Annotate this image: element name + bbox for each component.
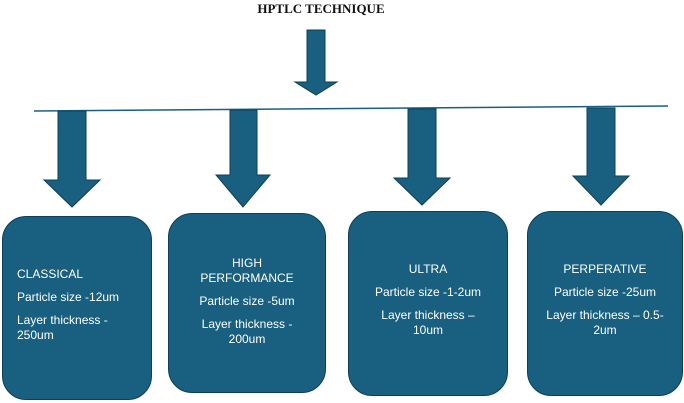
particle-size: Particle size -5um	[199, 294, 295, 308]
arrow-classical	[42, 110, 102, 208]
arrow-perperative	[571, 107, 631, 206]
particle-size: Particle size -25um	[553, 285, 657, 299]
box-heading: ULTRA	[408, 262, 448, 276]
particle-size: Particle size -1-2um	[374, 285, 482, 299]
layer-thickness: Layer thickness – 10um	[381, 308, 475, 337]
box-ultra: ULTRA Particle size -1-2um Layer thickne…	[348, 211, 508, 396]
box-high-performance: HIGH PERFORMANCE Particle size -5um Laye…	[168, 213, 326, 393]
layer-thickness: Layer thickness – 0.5-2um	[546, 308, 664, 337]
layer-thickness: Layer thickness - 250um	[17, 313, 108, 342]
arrow-ultra	[392, 108, 452, 206]
box-heading: PERPERATIVE	[563, 262, 647, 276]
box-heading: HIGH PERFORMANCE	[200, 256, 294, 285]
box-perperative: PERPERATIVE Particle size -25um Layer th…	[527, 211, 683, 396]
layer-thickness: Layer thickness - 200um	[201, 317, 293, 346]
particle-size: Particle size -12um	[17, 290, 120, 304]
diagram-title: HPTLC TECHNIQUE	[257, 1, 385, 16]
arrow-high-performance	[214, 109, 272, 208]
box-classical: CLASSICAL Particle size -12um Layer thic…	[2, 216, 152, 400]
branch-line	[33, 105, 669, 112]
top-down-arrow	[293, 29, 339, 96]
box-heading: CLASSICAL	[17, 267, 84, 281]
